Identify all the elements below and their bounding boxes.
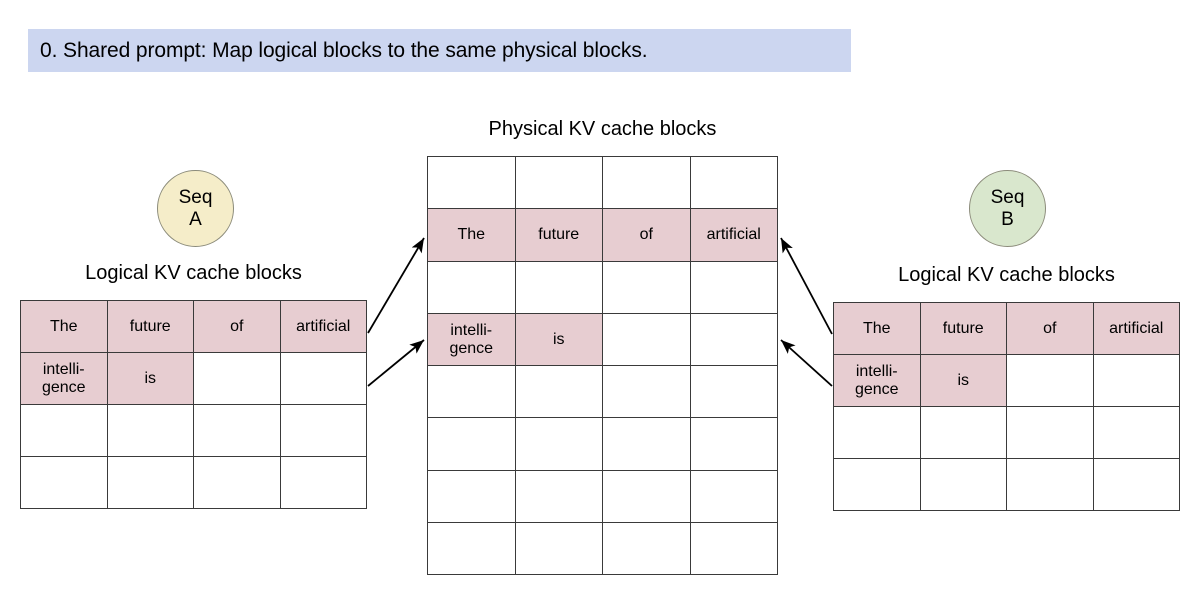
- kv-block-cell[interactable]: [602, 417, 691, 471]
- kv-block-cell[interactable]: [427, 469, 516, 524]
- kv-block-cell[interactable]: [427, 260, 516, 314]
- kv-block-cell[interactable]: [689, 365, 778, 419]
- kv-block-cell[interactable]: [602, 365, 691, 419]
- kv-block-cell[interactable]: [514, 522, 603, 576]
- kv-block-cell[interactable]: artificial: [279, 300, 367, 353]
- kv-block-cell[interactable]: [919, 458, 1007, 511]
- kv-block-cell[interactable]: [1092, 458, 1180, 511]
- kv-block-cell[interactable]: future: [919, 302, 1007, 355]
- kv-block-cell[interactable]: of: [1006, 302, 1094, 355]
- arrow-a-row2-to-physical-row4: [367, 339, 425, 387]
- kv-block-cell[interactable]: [514, 469, 603, 524]
- kv-block-cell[interactable]: [689, 155, 778, 210]
- kv-block-cell[interactable]: [602, 312, 691, 367]
- kv-block-cell[interactable]: The: [20, 300, 108, 353]
- kv-block-cell[interactable]: [20, 456, 108, 509]
- table-row: [427, 365, 778, 419]
- kv-block-cell[interactable]: [193, 352, 281, 405]
- kv-block-cell[interactable]: future: [514, 208, 603, 262]
- kv-block-cell[interactable]: [1006, 354, 1094, 407]
- table-row: [427, 417, 778, 471]
- seq-a-label-line1: Seq: [178, 186, 213, 208]
- physical-title: Physical KV cache blocks: [488, 118, 717, 140]
- kv-block-cell[interactable]: [1006, 458, 1094, 511]
- kv-block-cell[interactable]: [279, 404, 367, 457]
- kv-block-cell[interactable]: artificial: [689, 208, 778, 262]
- kv-block-cell[interactable]: [919, 406, 1007, 459]
- seq-b-label-line2: B: [1001, 208, 1014, 230]
- kv-block-cell[interactable]: [193, 404, 281, 457]
- kv-block-cell[interactable]: [689, 312, 778, 367]
- kv-block-cell[interactable]: is: [106, 352, 194, 405]
- kv-block-cell[interactable]: [689, 522, 778, 576]
- table-row: [427, 522, 778, 576]
- kv-block-cell[interactable]: [427, 155, 516, 210]
- table-row: [427, 260, 778, 314]
- kv-block-cell[interactable]: [193, 456, 281, 509]
- table-row: [427, 469, 778, 524]
- kv-block-cell[interactable]: [1092, 354, 1180, 407]
- kv-block-cell[interactable]: [106, 456, 194, 509]
- kv-block-cell[interactable]: of: [193, 300, 281, 353]
- kv-block-cell[interactable]: [602, 260, 691, 314]
- kv-block-cell[interactable]: [1006, 406, 1094, 459]
- seq-a-label-line2: A: [189, 208, 202, 230]
- kv-block-cell[interactable]: intelli-gence: [427, 312, 516, 367]
- shared-prompt-text: 0. Shared prompt: Map logical blocks to …: [40, 38, 648, 62]
- kv-block-cell[interactable]: intelli-gence: [833, 354, 921, 407]
- seq-b-label-line1: Seq: [990, 186, 1025, 208]
- kv-block-cell[interactable]: artificial: [1092, 302, 1180, 355]
- table-row: [833, 406, 1180, 459]
- kv-block-cell[interactable]: [602, 469, 691, 524]
- shared-prompt-banner: 0. Shared prompt: Map logical blocks to …: [28, 29, 851, 72]
- table-row: [20, 404, 367, 457]
- kv-block-cell[interactable]: [833, 458, 921, 511]
- kv-block-cell[interactable]: [689, 260, 778, 314]
- kv-block-cell[interactable]: of: [602, 208, 691, 262]
- table-row: [427, 155, 778, 210]
- kv-block-cell[interactable]: [1092, 406, 1180, 459]
- kv-block-cell[interactable]: The: [427, 208, 516, 262]
- kv-block-cell[interactable]: [602, 155, 691, 210]
- arrow-b-row2-to-physical-row4: [780, 339, 833, 387]
- logical-a-title: Logical KV cache blocks: [85, 262, 302, 284]
- table-row: [20, 456, 367, 509]
- kv-block-cell[interactable]: [689, 469, 778, 524]
- kv-block-cell[interactable]: The: [833, 302, 921, 355]
- table-row: [833, 458, 1180, 511]
- logical-b-title: Logical KV cache blocks: [898, 264, 1115, 286]
- kv-block-cell[interactable]: [427, 365, 516, 419]
- kv-block-cell[interactable]: [602, 522, 691, 576]
- kv-block-cell[interactable]: future: [106, 300, 194, 353]
- kv-block-cell[interactable]: [514, 365, 603, 419]
- kv-block-cell[interactable]: [514, 260, 603, 314]
- kv-block-cell[interactable]: [279, 352, 367, 405]
- seq-b-badge: Seq B: [969, 170, 1046, 247]
- kv-block-cell[interactable]: [689, 417, 778, 471]
- kv-block-cell[interactable]: [833, 406, 921, 459]
- seq-a-badge: Seq A: [157, 170, 234, 247]
- kv-block-cell[interactable]: [20, 404, 108, 457]
- kv-block-cell[interactable]: [514, 155, 603, 210]
- kv-block-cell[interactable]: [106, 404, 194, 457]
- arrow-a-row1-to-physical-row2: [367, 237, 425, 334]
- kv-block-cell[interactable]: intelli-gence: [20, 352, 108, 405]
- arrow-b-row1-to-physical-row2: [780, 237, 833, 335]
- kv-block-cell[interactable]: [514, 417, 603, 471]
- kv-block-cell[interactable]: is: [514, 312, 603, 367]
- kv-block-cell[interactable]: [427, 417, 516, 471]
- kv-block-cell[interactable]: is: [919, 354, 1007, 407]
- kv-block-cell[interactable]: [279, 456, 367, 509]
- kv-block-cell[interactable]: [427, 522, 516, 576]
